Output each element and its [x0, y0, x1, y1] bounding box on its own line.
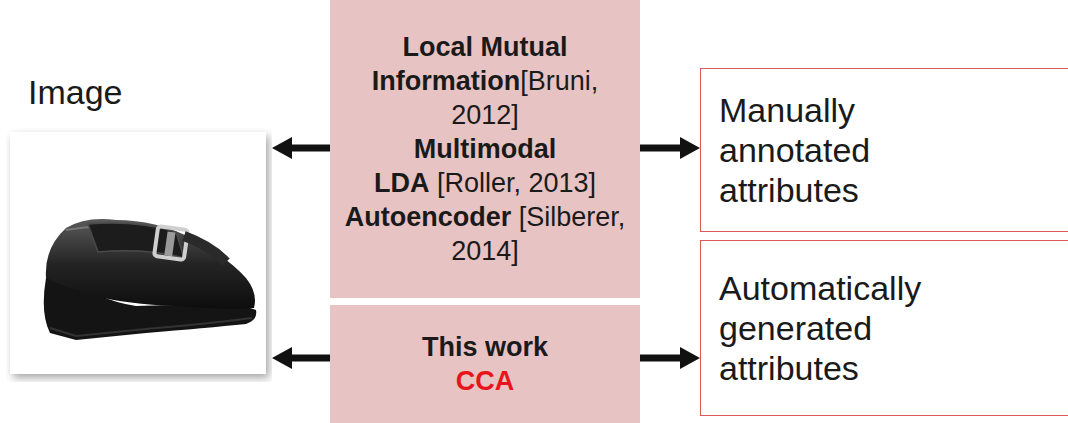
arrow-connector: [272, 137, 330, 159]
arrow-connector: [272, 347, 330, 369]
attribute-box: Automatically generated attributes: [700, 240, 1068, 416]
citation: [Roller, 2013]: [437, 168, 596, 198]
method-entry: Multimodal LDA[Roller, 2013]: [338, 132, 632, 200]
method-entry: Autoencoder[Silberer, 2014]: [338, 200, 632, 268]
method-box: This workCCA: [330, 305, 640, 423]
image-node: Image: [0, 70, 272, 382]
image-label: Image: [28, 72, 123, 112]
attribute-box: Manually annotated attributes: [700, 68, 1068, 232]
arrow-connector: [640, 137, 700, 159]
method-box: Local Mutual Information[Bruni, 2012]Mul…: [330, 0, 640, 298]
method-entry: Local Mutual Information[Bruni, 2012]: [338, 30, 632, 132]
shoe-illustration: [6, 128, 272, 382]
arrow-connector: [640, 347, 700, 369]
attribute-label: Manually annotated attributes: [719, 90, 969, 210]
attribute-label: Automatically generated attributes: [719, 268, 969, 388]
method-name: CCA: [456, 364, 515, 398]
work-label: This work: [422, 330, 548, 364]
method-name: Autoencoder: [345, 202, 512, 232]
